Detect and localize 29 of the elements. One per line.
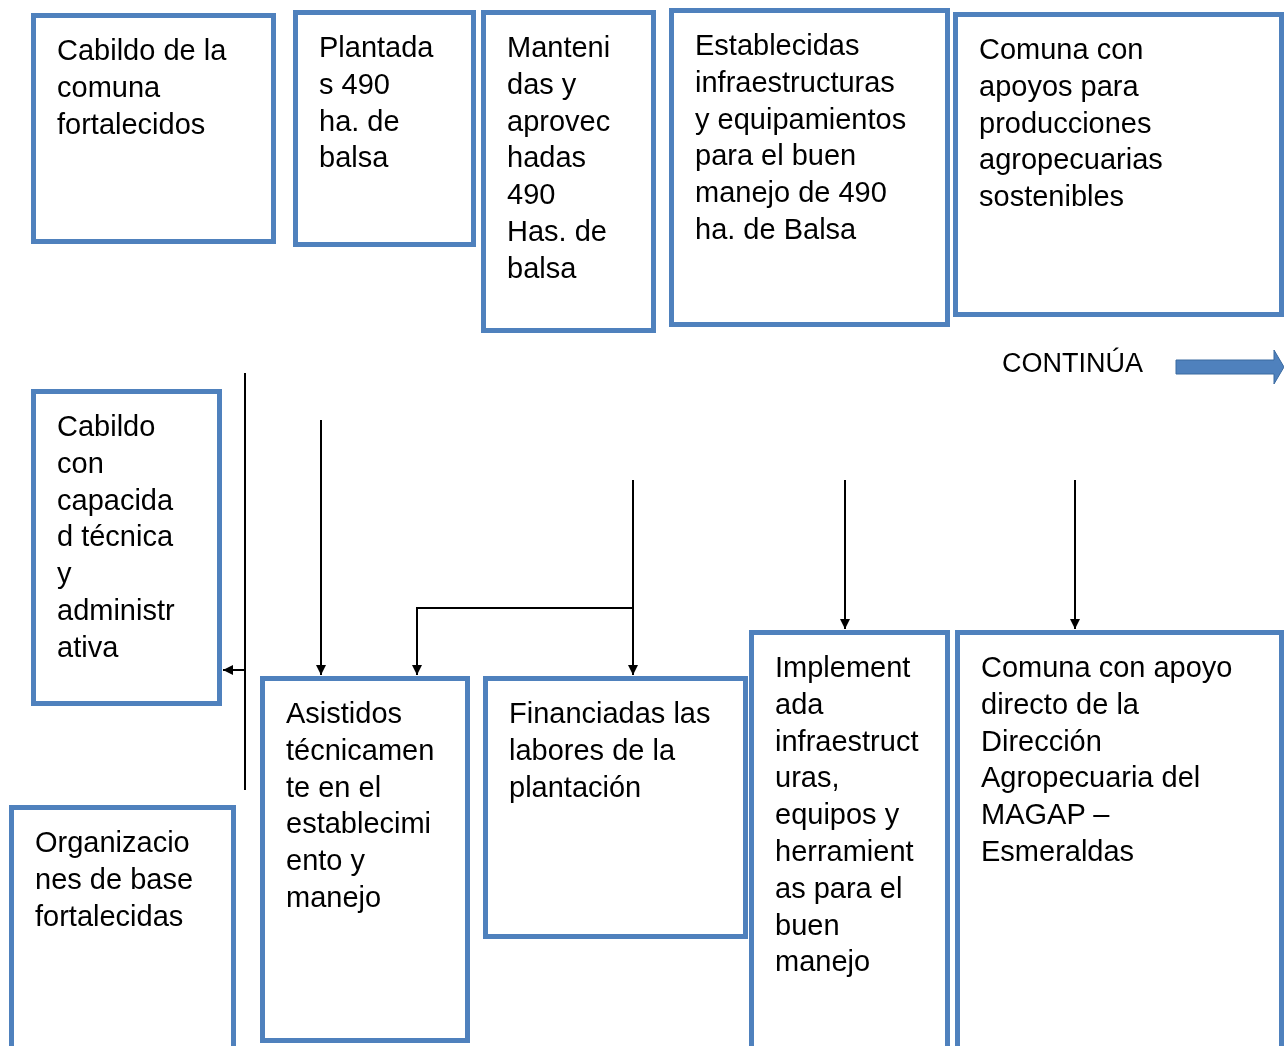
box-text: Cabildo con capacidad técnica y administrativa <box>57 409 176 665</box>
box-text: Cabildo de la comuna fortalecidos <box>57 33 228 142</box>
text-box <box>669 8 950 327</box>
arrow <box>412 607 634 676</box>
text-box <box>481 10 656 333</box>
box-text: Plantadas 490 ha. de balsa <box>319 30 435 176</box>
box-text: Organizaciones de base fortalecidas <box>35 825 194 934</box>
text-box <box>483 676 748 939</box>
box-text: Implementada infraestructuras, equipos y herramientas para el buen manejo <box>775 650 920 980</box>
text-box <box>293 10 476 247</box>
text-box <box>31 389 222 706</box>
text-box <box>953 12 1284 317</box>
text-box <box>9 805 236 1046</box>
box-text: Asistidos técnicamente en el establecimiento y manejo <box>286 696 436 915</box>
note-text: CONTINÚA <box>1002 348 1143 379</box>
box-text: Comuna con apoyos para producciones agropecuarias sostenibles <box>979 32 1164 215</box>
box-text: Financiadas las labores de la plantación <box>509 696 712 805</box>
box-text: Mantenidas y aprovechadas 490 Has. de balsa <box>507 30 612 286</box>
text-box <box>260 676 470 1043</box>
arrow <box>316 419 326 676</box>
text-box <box>955 630 1284 1046</box>
arrow <box>222 372 246 675</box>
arrow <box>1070 479 1080 630</box>
box-text: Establecidas infraestructuras y equipamientos para el buen manejo de 490 ha. de Balsa <box>695 28 908 247</box>
arrow <box>840 479 850 630</box>
arrow <box>628 479 638 676</box>
text-box <box>749 630 950 1046</box>
text-box <box>31 13 276 244</box>
box-text: Comuna con apoyo directo de la Dirección Agropecuaria del MAGAP – Esmeraldas <box>981 650 1234 869</box>
